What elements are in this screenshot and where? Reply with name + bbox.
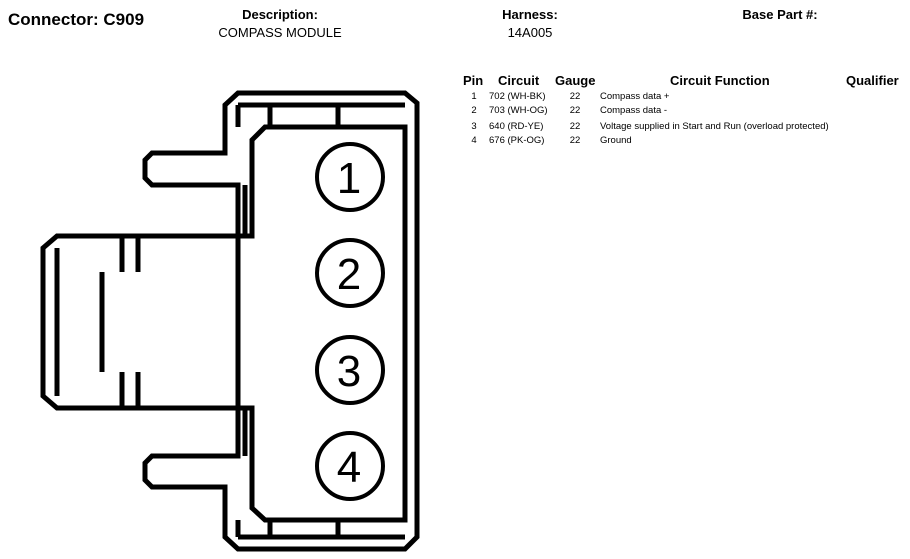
row-circuit: 702 (WH-BK) [489, 91, 546, 102]
row-circuit: 703 (WH-OG) [489, 105, 548, 116]
column-header-function: Circuit Function [670, 73, 770, 88]
harness-value: 14A005 [507, 25, 553, 40]
row-pin: 3 [471, 121, 477, 132]
row-pin: 1 [471, 91, 477, 102]
pin-cavity-4 [315, 431, 385, 501]
row-pin: 4 [471, 135, 477, 146]
pin-number-3: 3 [337, 347, 361, 396]
row-gauge: 22 [569, 91, 581, 102]
description-value: COMPASS MODULE [218, 25, 342, 40]
row-function: Ground [600, 135, 632, 146]
row-circuit: 640 (RD-YE) [489, 121, 544, 132]
harness-label: Harness: [502, 7, 558, 22]
pin-cavity-2 [315, 238, 385, 308]
row-function: Compass data - [600, 105, 668, 116]
pin-number-2: 2 [337, 250, 361, 299]
pin-number-4: 4 [337, 443, 361, 492]
column-header-qualifier: Qualifier [846, 73, 899, 88]
pin-number-1: 1 [337, 154, 361, 203]
row-pin: 2 [471, 105, 477, 116]
connector-title: Connector: C909 [8, 10, 145, 29]
column-header-pin: Pin [463, 73, 484, 88]
row-gauge: 22 [569, 105, 581, 116]
description-label: Description: [242, 7, 318, 22]
row-function: Compass data + [600, 91, 670, 102]
pin-cavity-1 [315, 142, 385, 212]
row-gauge: 22 [569, 121, 581, 132]
row-function: Voltage supplied in Start and Run (overl… [600, 121, 829, 132]
column-header-circuit: Circuit [498, 73, 540, 88]
row-circuit: 676 (PK-OG) [489, 135, 545, 146]
row-gauge: 22 [569, 135, 581, 146]
base-part-label: Base Part #: [742, 7, 818, 22]
pin-cavity-3 [315, 335, 385, 405]
column-header-gauge: Gauge [555, 73, 596, 88]
